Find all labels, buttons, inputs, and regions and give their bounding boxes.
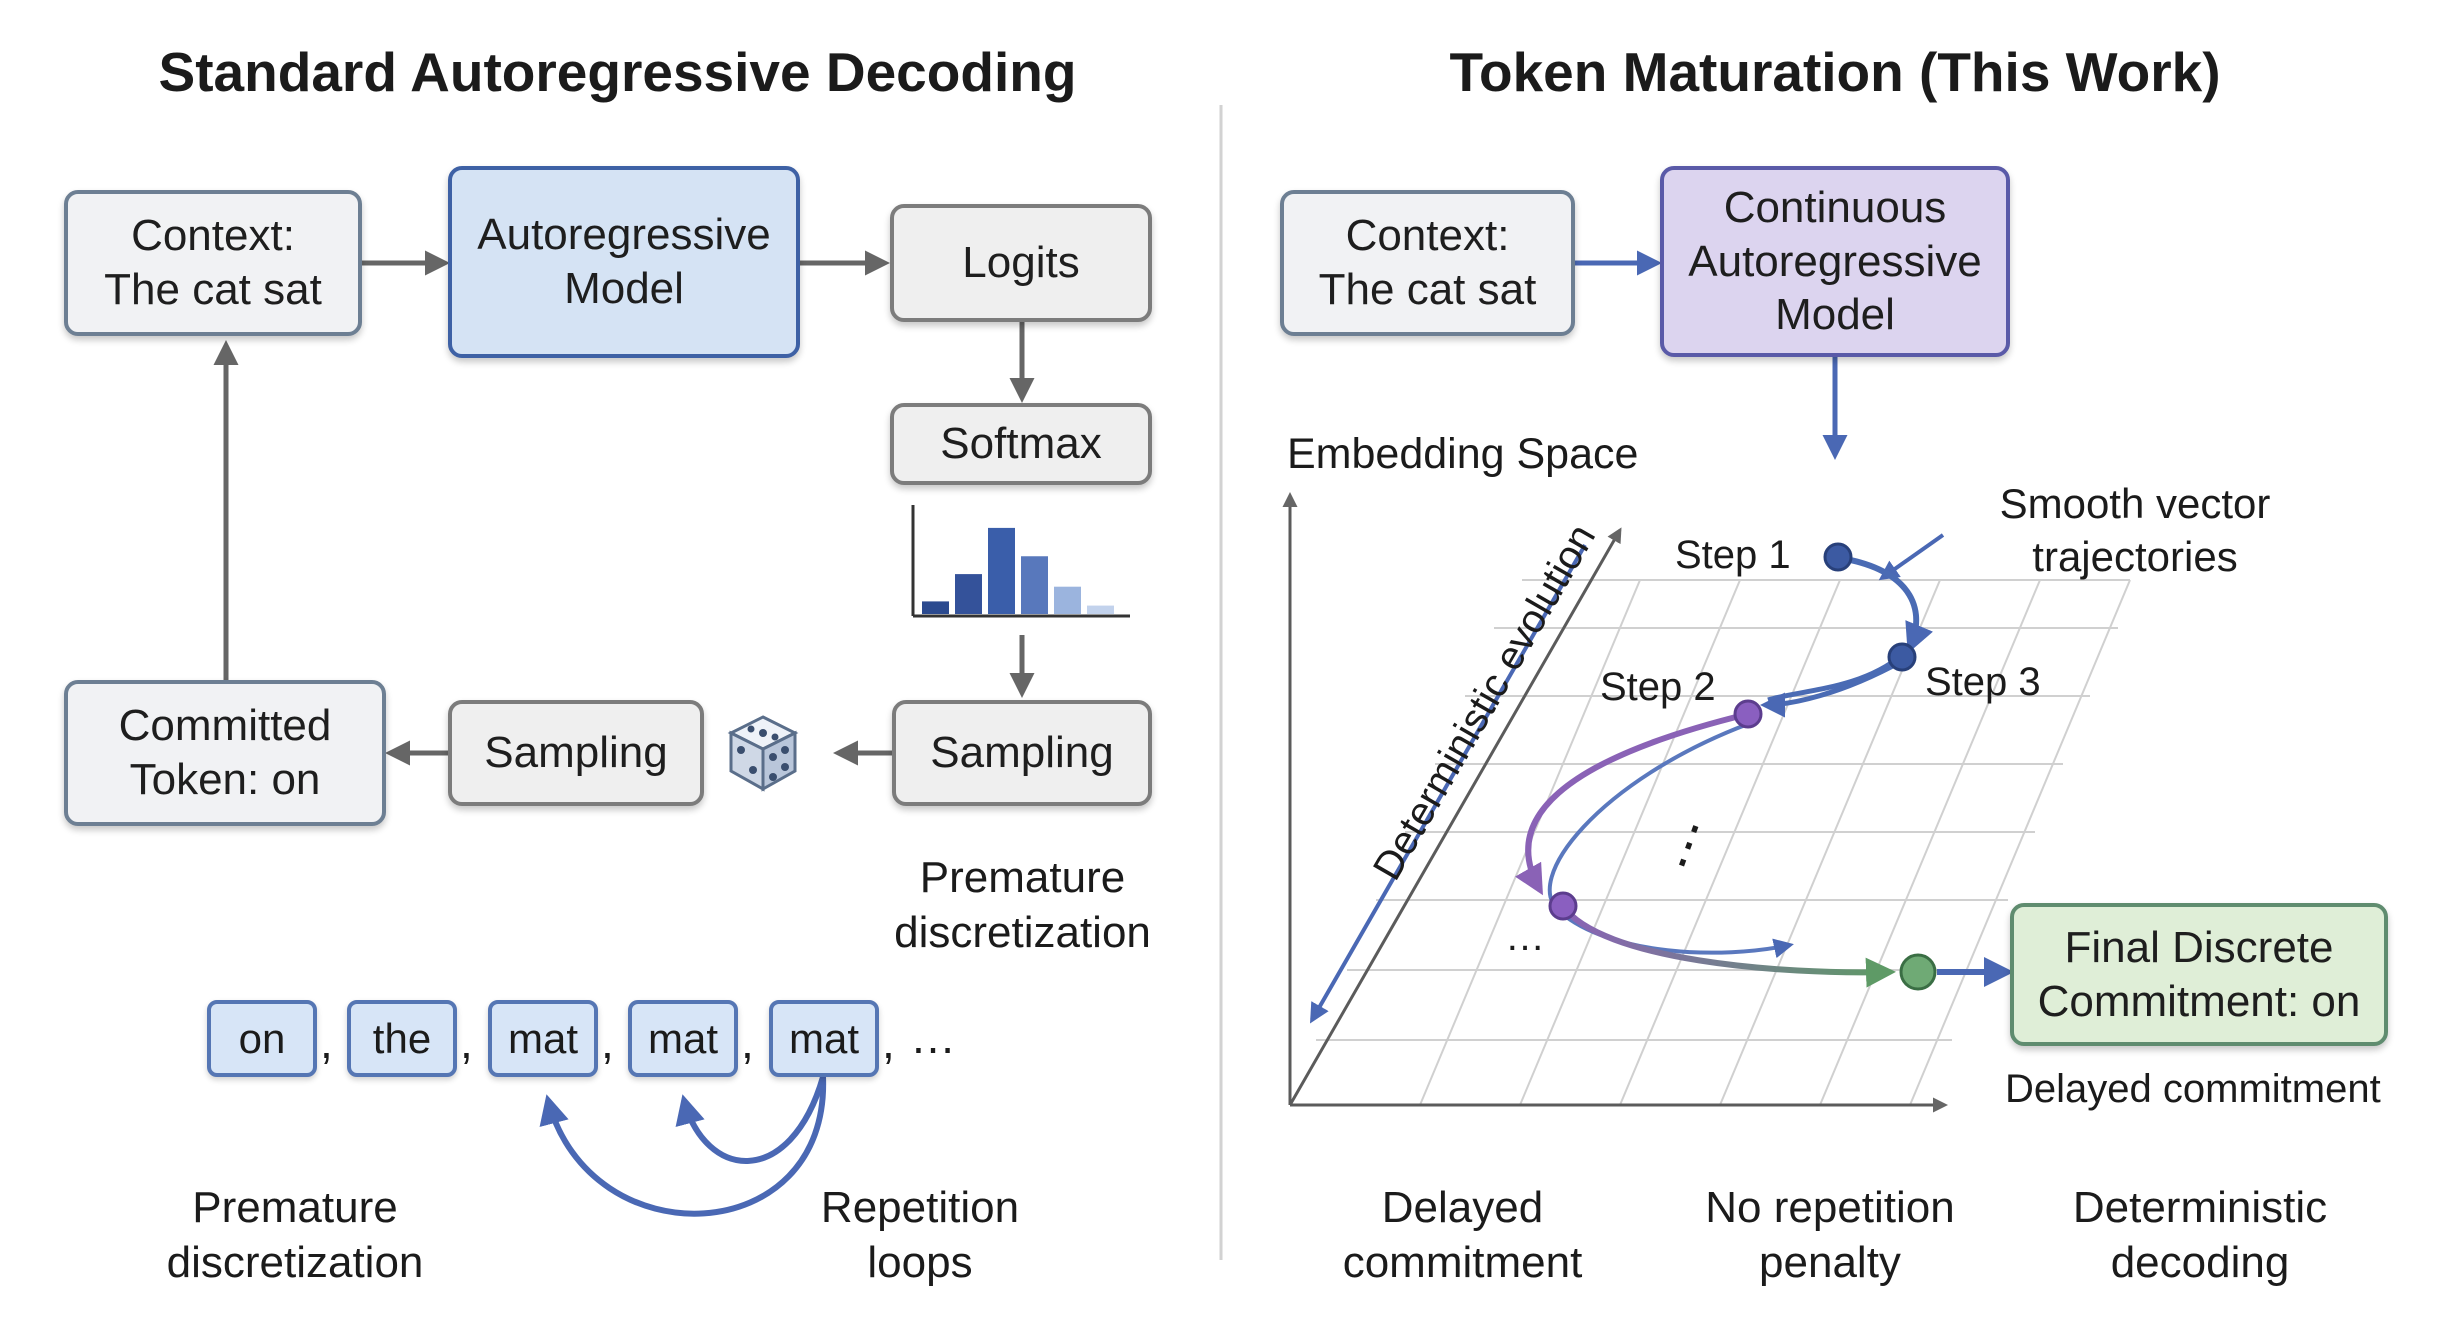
sampling-left-label: Sampling	[484, 728, 668, 778]
premature-annotation-line2: discretization	[894, 908, 1151, 957]
final-commitment-box: Final Discrete Commitment: on	[2010, 903, 2388, 1046]
token-separator: ,	[882, 1016, 895, 1068]
smooth-trajectories-label: Smooth vector trajectories	[1950, 478, 2320, 583]
context-box: Context: The cat sat	[64, 190, 362, 336]
embedding-z-axis	[1288, 527, 1622, 1106]
context-label: Context:	[131, 211, 295, 261]
logits-label: Logits	[962, 238, 1080, 288]
dice-icon	[727, 715, 799, 792]
delayed-commitment-note: Delayed commitment	[2005, 1067, 2381, 1111]
sampling-box-left: Sampling	[448, 700, 704, 806]
token-chip: the	[347, 1000, 457, 1077]
histogram-bar	[1054, 586, 1081, 614]
bottom-premature-line1: Premature	[192, 1183, 398, 1232]
right-context-box: Context: The cat sat	[1280, 190, 1575, 336]
smooth-trajectory-pointer	[1878, 533, 1945, 581]
bottom-norep-line2: penalty	[1759, 1238, 1901, 1287]
token-separator: ,	[741, 1016, 754, 1068]
trajectory-to-final	[1560, 904, 1896, 988]
histogram-bar	[1021, 556, 1048, 614]
token-ellipsis: …	[910, 1011, 956, 1063]
histogram-bar	[955, 574, 982, 614]
bottom-repetition-line1: Repetition	[820, 1183, 1020, 1232]
trajectory-step1-to-step3	[1839, 555, 1934, 654]
trajectory-step2-to-lower	[1515, 711, 1749, 896]
ellipsis-low: …	[1505, 915, 1545, 959]
deterministic-evolution-arrow	[1310, 544, 1587, 1024]
step1-label: Step 1	[1675, 533, 1791, 577]
bottom-norep-label: No repetition penalty	[1675, 1180, 1985, 1290]
bottom-delayed-line2: commitment	[1342, 1238, 1583, 1287]
smooth-line2: trajectories	[2032, 532, 2238, 580]
bottom-deterministic-label: Deterministic decoding	[2050, 1180, 2350, 1290]
token-chip: mat	[769, 1000, 879, 1077]
right-context-text: The cat sat	[1318, 265, 1537, 314]
continuous-model-line3: Model	[1775, 290, 1895, 340]
right-context-label: Context:	[1345, 211, 1510, 261]
token-chip: on	[207, 1000, 317, 1077]
repetition-loop-outer	[539, 1076, 827, 1217]
committed-line2: Token: on	[129, 755, 321, 804]
softmax-box: Softmax	[890, 403, 1152, 485]
repetition-loop-inner	[675, 1076, 826, 1164]
step3-label: Step 3	[1925, 660, 2041, 704]
continuous-model-line2: Autoregressive	[1688, 236, 1982, 286]
bottom-delayed-label: Delayed commitment	[1320, 1180, 1605, 1290]
lower-step-point	[1548, 891, 1578, 921]
token-chip: mat	[628, 1000, 738, 1077]
step1-point	[1823, 542, 1853, 572]
logits-box: Logits	[890, 204, 1152, 322]
histogram-bars	[922, 527, 1114, 614]
sampling-right-label: Sampling	[930, 728, 1114, 778]
token-chip: mat	[488, 1000, 598, 1077]
continuous-model-line1: Continuous	[1723, 182, 1947, 232]
token-separator: ,	[320, 1016, 333, 1068]
histogram-bar	[988, 527, 1015, 614]
sampling-box-right: Sampling	[892, 700, 1152, 806]
premature-annotation: Premature discretization	[880, 850, 1165, 960]
left-title: Standard Autoregressive Decoding	[158, 41, 1077, 103]
final-point	[1899, 953, 1937, 991]
histogram-bar	[922, 601, 949, 614]
softmax-label: Softmax	[940, 419, 1102, 469]
final-line1: Final Discrete	[2064, 922, 2334, 972]
committed-token-box: Committed Token: on	[64, 680, 386, 826]
histogram-bar	[1087, 605, 1114, 614]
trajectory-step3-to-step2	[1760, 658, 1904, 718]
context-text: The cat sat	[104, 265, 322, 314]
autoregressive-model-box: Autoregressive Model	[448, 166, 800, 358]
bottom-norep-line1: No repetition	[1705, 1183, 1955, 1232]
token-separator: ,	[460, 1016, 473, 1068]
bottom-delayed-line1: Delayed	[1381, 1183, 1544, 1232]
continuous-model-box: Continuous Autoregressive Model	[1660, 166, 2010, 357]
bottom-det-line1: Deterministic	[2072, 1183, 2328, 1232]
bottom-det-line2: decoding	[2110, 1238, 2290, 1287]
premature-annotation-line1: Premature	[919, 853, 1126, 902]
bottom-repetition-label: Repetition loops	[800, 1180, 1040, 1290]
right-title: Token Maturation (This Work)	[1449, 41, 2221, 103]
bottom-premature-line2: discretization	[166, 1238, 424, 1287]
step2-label: Step 2	[1600, 665, 1716, 709]
final-line2: Commitment: on	[2037, 976, 2361, 1026]
step2-point	[1733, 699, 1763, 729]
bottom-premature-label: Premature discretization	[150, 1180, 440, 1290]
probability-histogram	[911, 505, 1130, 618]
embedding-space-label: Embedding Space	[1287, 430, 1639, 478]
bottom-repetition-line2: loops	[867, 1238, 973, 1287]
smooth-line1: Smooth vector	[1999, 480, 2271, 527]
step3-point	[1887, 642, 1917, 672]
committed-line1: Committed	[118, 701, 332, 751]
model-label-line1: Autoregressive	[477, 210, 771, 260]
model-label-line2: Model	[564, 264, 684, 313]
token-separator: ,	[601, 1016, 614, 1068]
